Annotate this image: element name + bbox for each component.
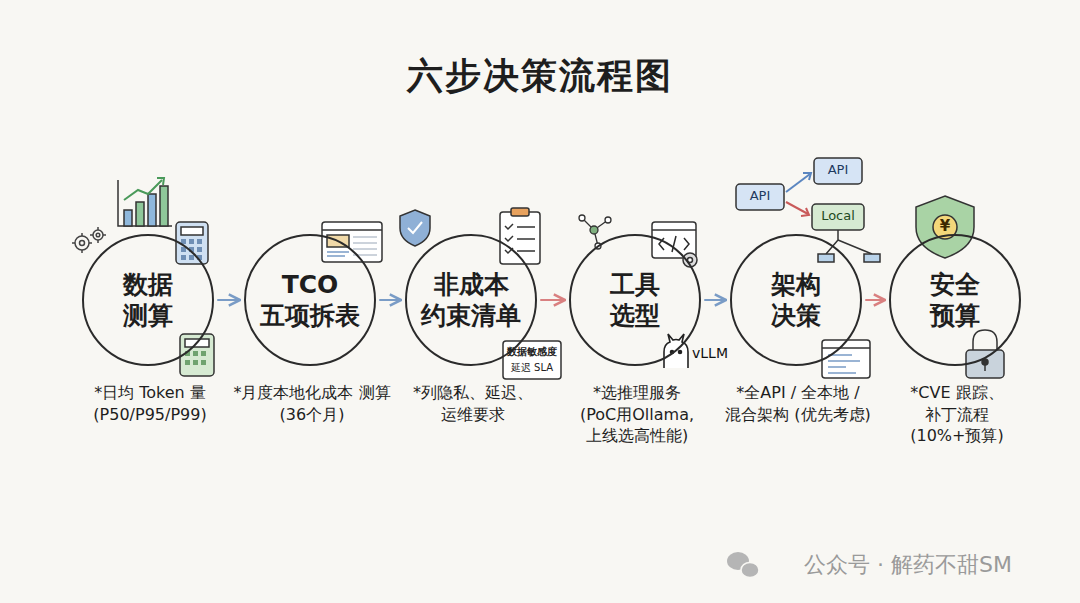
step-circle: 架构 决策*全API / 全本地 /混合架构 (优先考虑): [730, 234, 862, 366]
step-note: *全API / 全本地 /混合架构 (优先考虑): [719, 382, 877, 425]
step-circle: 数据 测算*日均 Token 量 (P50/P95/P99): [82, 234, 214, 366]
step-title: 数据 测算: [123, 269, 173, 332]
step-title: 工具 选型: [610, 269, 660, 332]
diagram-title: 六步决策流程图: [0, 52, 1080, 101]
step-title: 安全 预算: [930, 269, 980, 332]
gear-icon: [72, 227, 106, 253]
code-window-icon: [652, 222, 697, 267]
icon-label: API: [750, 188, 771, 203]
step-note: *月度本地化成本 测算 (36个月): [233, 382, 391, 425]
flow-arrow: [541, 299, 565, 301]
flow-arrow: [866, 299, 885, 301]
step-note: *日均 Token 量 (P50/P95/P99): [71, 382, 229, 425]
step-circle: 安全 预算*CVE 跟踪、 补丁流程 (10%+预算): [889, 234, 1021, 366]
network-icon: [579, 215, 611, 249]
icon-label: 数据敏感度: [507, 345, 557, 359]
step-title: 架构 决策: [771, 269, 821, 332]
calculator-icon: [180, 334, 214, 376]
icon-label: Local: [821, 208, 855, 223]
badge: [503, 341, 561, 379]
step-circle: TCO 五项拆表*月度本地化成本 测算 (36个月): [244, 234, 376, 366]
terminal-icon: [822, 340, 870, 378]
spreadsheet-icon: [322, 222, 382, 262]
step-note: *CVE 跟踪、 补丁流程 (10%+预算): [878, 382, 1036, 447]
shield-icon: [916, 196, 974, 258]
api-routing-icon: [736, 158, 880, 262]
step-note: *选推理服务 (PoC用Ollama, 上线选高性能): [558, 382, 716, 447]
icon-label: API: [828, 162, 849, 177]
flow-arrow: [218, 299, 240, 301]
bar-chart-icon: [118, 178, 172, 226]
icon-label: vLLM: [692, 345, 728, 361]
icon-label: ¥: [940, 217, 950, 235]
flow-arrow: [380, 299, 401, 301]
lock-icon: [966, 330, 1004, 378]
step-circle: 工具 选型*选推理服务 (PoC用Ollama, 上线选高性能): [569, 234, 701, 366]
watermark: 公众号 · 解药不甜SM: [804, 550, 1012, 580]
calculator-icon: [176, 222, 208, 264]
wechat-icon: [727, 552, 759, 578]
step-note: *列隐私、延迟、 运维要求: [394, 382, 552, 425]
flow-arrow: [705, 299, 726, 301]
step-title: 非成本 约束清单: [421, 269, 521, 332]
step-title: TCO 五项拆表: [260, 269, 360, 332]
checklist-icon: [500, 208, 540, 264]
shield-icon: [400, 210, 430, 246]
icon-label: 延迟 SLA: [511, 361, 553, 375]
llama-icon: [664, 334, 688, 368]
